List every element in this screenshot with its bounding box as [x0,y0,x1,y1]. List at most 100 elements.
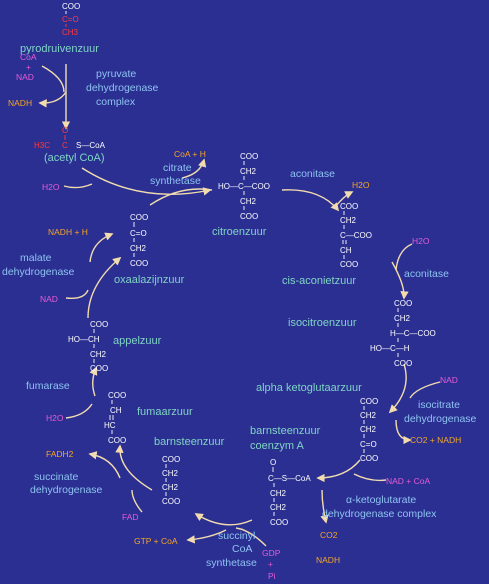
enzyme-pdh-3: complex [96,96,136,108]
citrate-structure: COO CH2 HO—C—COO CH2 COO [218,152,270,221]
enzyme-icdh-1: isocitrate [418,399,460,411]
acoa-h3c: H3C [34,141,50,150]
arrow-h2o-in-aconitase [395,243,413,271]
enzyme-mdh-2: dehydrogenase [2,266,75,278]
fum-coo2: COO [108,436,126,445]
akg-ch2b: CH2 [360,425,377,434]
arrow-h2o-citrate-in [63,183,93,189]
enzyme-scs-1: succinyl [218,530,255,542]
cit-coo1: COO [240,152,258,161]
pyr-ch3: CH3 [62,28,79,37]
scoa-ch2b: CH2 [270,503,287,512]
arrow-cisaconitate-to-isocitrate [391,261,409,300]
label-alpha-ketoglutarate: alpha ketoglutaarzuur [256,382,362,394]
arrow-oaa-to-citrate [149,188,213,206]
enzyme-pdh-1: pyruvate [96,68,136,80]
cofactor-plus: + [26,62,31,72]
isocitrate-structure: COO CH2 H—C—COO HO—C—H COO [370,299,436,368]
arrow-succinate-to-fumarate [115,444,153,491]
cofactor-nad-coa-akg: NAD + CoA [386,476,430,486]
enzyme-icdh-2: dehydrogenase [404,413,477,425]
arrow-co2-nadh-out [395,419,412,445]
cofactor-nadh-h-mdh: NADH + H [48,227,88,237]
fum-hc: HC [104,421,116,430]
mal-coo2: COO [90,364,108,373]
scoa-o: O [270,458,276,467]
cofactor-h2o-fumarase: H2O [46,413,64,423]
label-acetyl-coa: (acetyl CoA) [44,152,105,164]
label-citrate: citroenzuur [212,226,267,238]
akg-ch2a: CH2 [360,411,377,420]
oaa-coo2: COO [130,259,148,268]
cofactor-nad-in: NAD [16,72,34,82]
cis-ccoo: C—COO [340,231,372,240]
cofactor-coa-h-out: CoA + H [174,149,206,159]
succinate-structure: COO CH2 CH2 COO [162,455,180,506]
label-succinyl-coa-1: barnsteenzuur [250,425,321,437]
malate-structure: COO HO—CH CH2 COO [68,320,108,373]
enzyme-citrate-synthetase-1: citrate [163,162,192,174]
pyr-co: C=O [62,15,79,24]
scoa-ch2a: CH2 [270,489,287,498]
pyruvate-structure: COO C=O CH3 [62,2,80,37]
cit-ch2a: CH2 [240,167,257,176]
arrow-malate-to-oxaloacetate [87,256,122,319]
cofactor-nadh-out: NADH [8,98,32,108]
arrow-succinylcoa-to-succinate [194,513,253,526]
suc-ch2b: CH2 [162,483,179,492]
cofactor-nad-icdh: NAD [440,375,458,385]
cofactor-pi: Pi [268,571,276,581]
cisaconitate-structure: COO CH2 C—COO CH COO [340,202,372,269]
suc-coo1: COO [162,455,180,464]
enzyme-akgdh-1: α-ketoglutarate [346,494,416,506]
cofactor-gdp: GDP [262,548,281,558]
arrow-acetylcoa-to-citrate [81,167,212,196]
label-cis-aconitate: cis-aconietzuur [282,275,356,287]
label-succinyl-coa-2: coenzym A [250,440,304,452]
acoa-scoa: S—CoA [76,141,106,150]
cofactor-co2-akg: CO2 [320,530,338,540]
suc-ch2a: CH2 [162,469,179,478]
cofactor-fad: FAD [122,512,139,522]
arrow-citrate-to-cisaconitate [281,189,340,212]
arrow-co2-nadh-akg-out [320,489,329,524]
cofactor-h2o-aconitase-out: H2O [352,180,370,190]
iso-coo1: COO [394,299,412,308]
enzyme-aconitase-2: aconitase [404,268,449,280]
cit-coo2: COO [240,212,258,221]
cofactor-gdp-plus: + [268,559,273,569]
acetylcoa-structure: O H3C C S—CoA [34,126,106,150]
enzyme-pdh-2: dehydrogenase [86,82,159,94]
cofactor-nad-mdh: NAD [40,294,58,304]
arrow-h2o-in-fumarase [65,403,93,419]
suc-coo2: COO [162,497,180,506]
akg-coo1: COO [360,397,378,406]
mal-coo1: COO [90,320,108,329]
fum-coo1: COO [108,391,126,400]
fumarate-structure: COO CH HC COO [104,391,126,445]
label-pyruvate: pyrodruivenzuur [20,43,99,55]
arrow-nad-in-mdh [65,289,89,300]
cis-ch2: CH2 [340,216,357,225]
enzyme-akgdh-2: dehydrogenase complex [322,508,437,520]
akg-structure: COO CH2 CH2 C=O COO [360,397,378,463]
arrow-nadh-out-mdh [89,232,114,263]
cycle-arrows [61,64,409,526]
arrow-nad-coa-in [353,473,387,482]
label-malate: appelzuur [113,335,162,347]
cofactor-nadh-akg: NADH [316,555,340,565]
label-fumarate: fumaarzuur [137,406,193,418]
scoa-cscoa: C—S—CoA [268,474,311,483]
enzyme-fumarase: fumarase [26,380,70,392]
enzyme-aconitase-1: aconitase [290,168,335,180]
cofactor-coa-in: CoA [20,52,37,62]
arrow-coah-out [181,158,207,179]
arrow-fadh2-out [88,451,121,479]
arrow-coa-nad-in [41,65,65,93]
enzyme-scs-3: synthetase [206,557,257,569]
label-oxaloacetate: oxaalazijnzuur [114,274,185,286]
arrow-fad-in [131,489,143,513]
arrow-fumarate-to-malate [89,366,98,397]
arrow-gdp-in [235,527,267,547]
